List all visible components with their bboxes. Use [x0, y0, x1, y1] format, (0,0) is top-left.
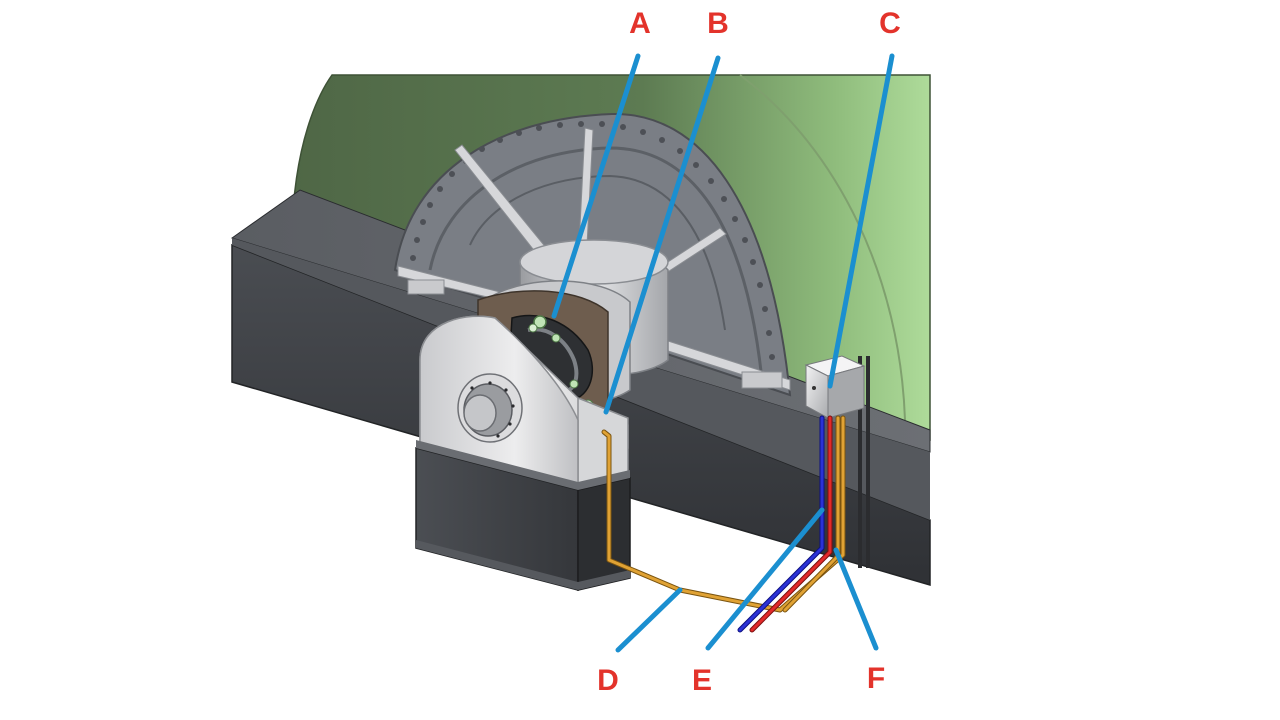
leader-line-f: [833, 547, 879, 651]
blue-cable: [737, 415, 825, 633]
leader-lines: [551, 53, 895, 653]
callout-labels: A B C D E F: [597, 7, 901, 697]
shaft-hub: [457, 373, 523, 443]
callout-label-d: D: [597, 664, 619, 697]
leader-line-a: [551, 53, 641, 319]
leader-line-b: [603, 55, 721, 415]
bearing-pedestal: [415, 315, 631, 591]
callout-label-e: E: [692, 664, 712, 697]
callout-label-a: A: [629, 7, 651, 40]
callout-label-b: B: [707, 7, 729, 40]
red-cable: [749, 415, 833, 633]
slip-ring-assembly: [527, 315, 594, 411]
leader-line-d: [615, 587, 683, 653]
bolt-holes: [410, 121, 775, 360]
junction-box: [804, 355, 870, 568]
leader-line-c: [827, 53, 895, 389]
callout-label-c: C: [879, 7, 901, 40]
callout-label-f: F: [867, 662, 885, 695]
leader-line-e: [705, 507, 825, 651]
